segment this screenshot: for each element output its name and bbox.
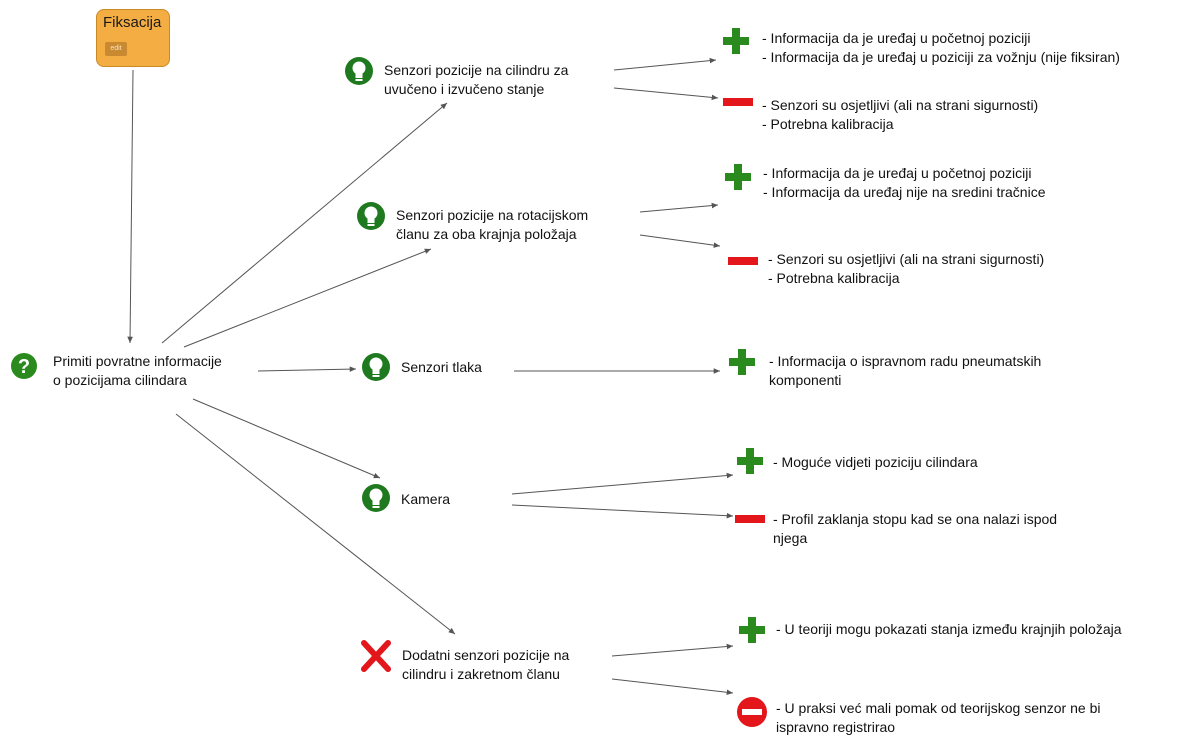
pro-line: - Informacija da je uređaj u početnoj po… <box>762 30 1031 46</box>
minus-icon <box>723 98 753 106</box>
con-item: - Senzori su osjetljivi (ali na strani s… <box>762 96 1038 134</box>
edge-root-opt3 <box>257 366 357 372</box>
con-item: - U praksi već mali pomak od teorijskog … <box>776 699 1100 737</box>
no-entry-icon <box>737 697 767 727</box>
con-line: - Senzori su osjetljivi (ali na strani s… <box>768 251 1045 267</box>
con-line: - Senzori su osjetljivi (ali na strani s… <box>762 97 1039 113</box>
pro-line: - Moguće vidjeti poziciju cilindara <box>773 454 978 470</box>
option-node-1[interactable]: Senzori pozicije na cilindru za uvučeno … <box>384 61 568 99</box>
pro-line: - Informacija da je uređaj u početnoj po… <box>763 165 1032 181</box>
option-label-line: Senzori tlaka <box>401 359 482 375</box>
con-line: - Profil zaklanja stopu kad se ona nalaz… <box>773 511 1058 527</box>
lightbulb-icon <box>362 484 390 512</box>
option-node-3[interactable]: Senzori tlaka <box>401 358 482 377</box>
pro-item: - Informacija da je uređaj u početnoj po… <box>763 164 1045 202</box>
con-line: - Potrebna kalibracija <box>762 116 894 132</box>
fixation-edit-chip[interactable]: edit <box>105 42 127 56</box>
pro-line: komponenti <box>769 372 842 388</box>
minus-icon <box>728 257 758 265</box>
edge-root-opt4 <box>192 398 381 479</box>
plus-icon <box>737 448 763 474</box>
option-label-line: uvučeno i izvučeno stanje <box>384 81 545 97</box>
option-label-line: članu za oba krajnja položaja <box>396 226 577 242</box>
option-node-5[interactable]: Dodatni senzori pozicije na cilindru i z… <box>402 646 569 684</box>
pro-line: - U teoriji mogu pokazati stanja između … <box>776 621 1122 637</box>
con-line: ispravno registrirao <box>776 719 896 735</box>
pro-item: - Informacija o ispravnom radu pneumatsk… <box>769 352 1041 390</box>
edge-opt4-con <box>511 504 734 519</box>
con-item: - Profil zaklanja stopu kad se ona nalaz… <box>773 510 1057 548</box>
pro-item: - Informacija da je uređaj u početnoj po… <box>762 29 1120 67</box>
question-icon: ? <box>11 353 37 379</box>
lightbulb-icon <box>362 353 390 381</box>
minus-icon <box>735 515 765 523</box>
option-label-line: Senzori pozicije na rotacijskom <box>396 207 589 223</box>
option-node-4[interactable]: Kamera <box>401 490 450 509</box>
plus-icon <box>729 349 755 375</box>
pro-item: - Moguće vidjeti poziciju cilindara <box>773 453 978 472</box>
rejected-x-icon <box>361 640 391 672</box>
root-label-line: Primiti povratne informacije <box>53 353 222 369</box>
edge-root-opt1 <box>161 102 448 344</box>
con-line: - U praksi već mali pomak od teorijskog … <box>776 700 1101 716</box>
fixation-node[interactable]: Fiksacija edit <box>96 9 170 67</box>
edge-opt2-con <box>639 234 721 248</box>
root-node[interactable]: Primiti povratne informacije o pozicijam… <box>53 352 222 390</box>
option-label-line: Senzori pozicije na cilindru za <box>384 62 569 78</box>
edge-fixation-root <box>127 69 134 344</box>
lightbulb-icon <box>357 202 385 230</box>
edge-opt5-con <box>611 678 734 696</box>
pro-line: - Informacija da uređaj nije na sredini … <box>763 184 1046 200</box>
pro-line: - Informacija da je uređaj u poziciji za… <box>762 49 1120 65</box>
plus-icon <box>723 28 749 54</box>
option-label-line: Kamera <box>401 491 451 507</box>
con-item: - Senzori su osjetljivi (ali na strani s… <box>768 250 1044 288</box>
lightbulb-icon <box>345 57 373 85</box>
option-label-line: Dodatni senzori pozicije na <box>402 647 570 663</box>
con-line: njega <box>773 530 808 546</box>
edge-opt5-pro <box>611 643 734 657</box>
edge-root-opt5 <box>175 413 456 635</box>
option-node-2[interactable]: Senzori pozicije na rotacijskom članu za… <box>396 206 588 244</box>
edge-root-opt2 <box>183 248 432 348</box>
pro-line: - Informacija o ispravnom radu pneumatsk… <box>769 353 1042 369</box>
root-label-line: o pozicijama cilindara <box>53 372 187 388</box>
plus-icon <box>725 164 751 190</box>
edge-opt1-pro <box>613 57 717 71</box>
option-label-line: cilindru i zakretnom članu <box>402 666 560 682</box>
edge-opt2-pro <box>639 202 719 213</box>
pro-item: - U teoriji mogu pokazati stanja između … <box>776 620 1122 639</box>
fixation-title: Fiksacija <box>103 14 162 31</box>
con-line: - Potrebna kalibracija <box>768 270 900 286</box>
edge-opt4-pro <box>511 472 734 495</box>
svg-text:?: ? <box>18 356 30 378</box>
plus-icon <box>739 617 765 643</box>
edge-opt1-con <box>613 87 719 101</box>
